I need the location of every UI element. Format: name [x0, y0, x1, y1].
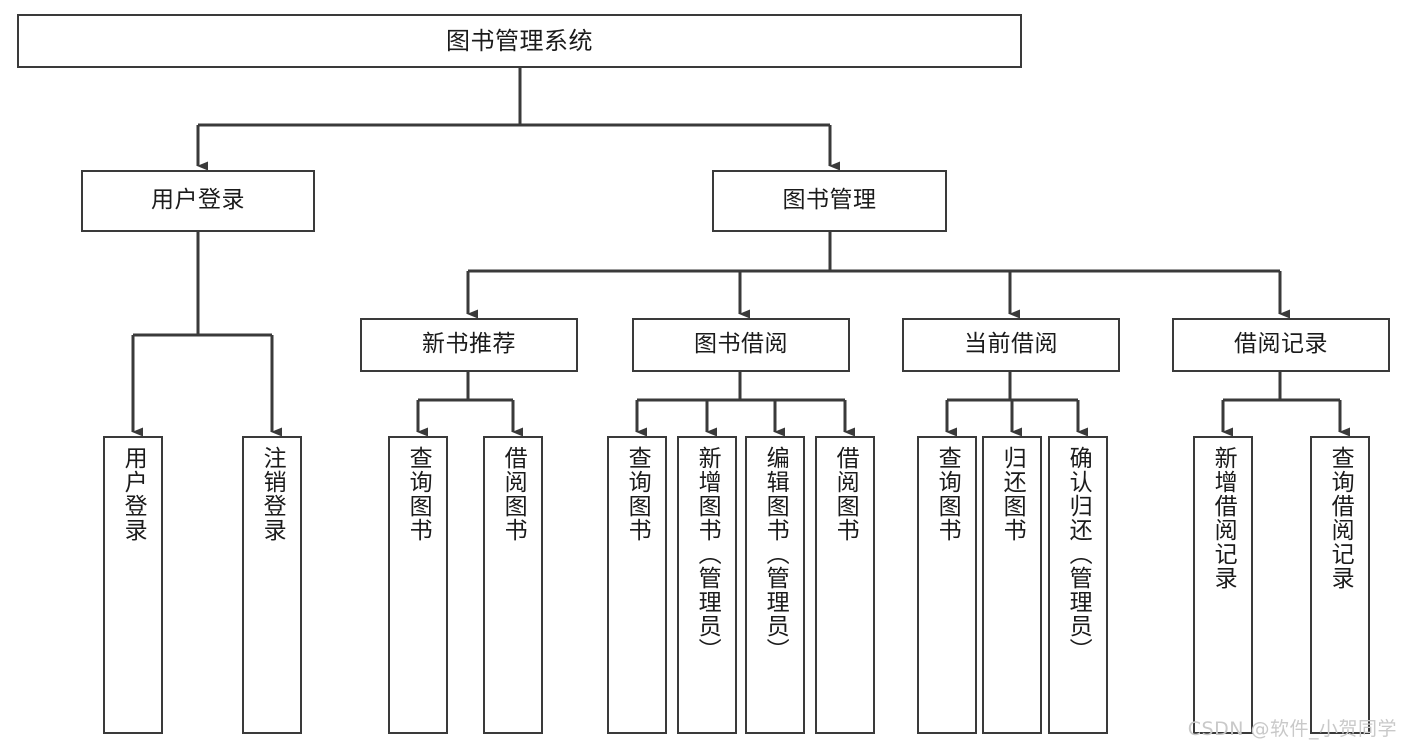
node-leaf-borrow-book[interactable]: 借阅图书 [815, 436, 875, 734]
node-label: 注销登录 [259, 446, 286, 542]
node-leaf-query-book-current[interactable]: 查询图书 [917, 436, 977, 734]
node-leaf-user-login[interactable]: 用户登录 [103, 436, 163, 734]
node-leaf-return-book[interactable]: 归还图书 [982, 436, 1042, 734]
node-leaf-add-borrow-record[interactable]: 新增借阅记录 [1193, 436, 1253, 734]
node-label: 查询图书 [934, 446, 961, 542]
node-book-management[interactable]: 图书管理 [712, 170, 947, 232]
node-label: 图书管理 [782, 187, 877, 214]
node-label: 用户登录 [120, 446, 147, 542]
node-leaf-query-borrow-record[interactable]: 查询借阅记录 [1310, 436, 1370, 734]
node-label: 图书借阅 [694, 331, 788, 358]
node-label: 查询图书 [405, 446, 432, 542]
node-leaf-edit-book-admin[interactable]: 编辑图书（管理员） [745, 436, 805, 734]
node-label: 当前借阅 [964, 331, 1058, 358]
node-new-book-recommend[interactable]: 新书推荐 [360, 318, 578, 372]
node-label: 用户登录 [151, 187, 245, 214]
node-label: 新增借阅记录 [1210, 446, 1237, 590]
node-leaf-add-book-admin[interactable]: 新增图书（管理员） [677, 436, 737, 734]
node-leaf-query-book-recommend[interactable]: 查询图书 [388, 436, 448, 734]
node-label: 图书管理系统 [446, 26, 593, 55]
node-label: 借阅图书 [832, 446, 859, 542]
node-label: 编辑图书（管理员） [762, 446, 789, 662]
node-borrow-record[interactable]: 借阅记录 [1172, 318, 1390, 372]
node-label: 新增图书（管理员） [694, 446, 721, 662]
watermark-text: CSDN @软件_小贺同学 [1187, 718, 1397, 740]
node-label: 确认归还（管理员） [1065, 446, 1092, 662]
node-label: 借阅记录 [1234, 331, 1328, 358]
node-label: 归还图书 [999, 446, 1026, 542]
node-leaf-query-book-borrow[interactable]: 查询图书 [607, 436, 667, 734]
node-book-borrow[interactable]: 图书借阅 [632, 318, 850, 372]
node-leaf-confirm-return-admin[interactable]: 确认归还（管理员） [1048, 436, 1108, 734]
node-current-borrow[interactable]: 当前借阅 [902, 318, 1120, 372]
node-root-library-system[interactable]: 图书管理系统 [17, 14, 1022, 68]
node-user-login[interactable]: 用户登录 [81, 170, 315, 232]
node-leaf-logout[interactable]: 注销登录 [242, 436, 302, 734]
node-label: 新书推荐 [422, 331, 516, 358]
node-label: 查询图书 [624, 446, 651, 542]
node-leaf-borrow-book-recommend[interactable]: 借阅图书 [483, 436, 543, 734]
node-label: 借阅图书 [500, 446, 527, 542]
node-label: 查询借阅记录 [1327, 446, 1354, 590]
